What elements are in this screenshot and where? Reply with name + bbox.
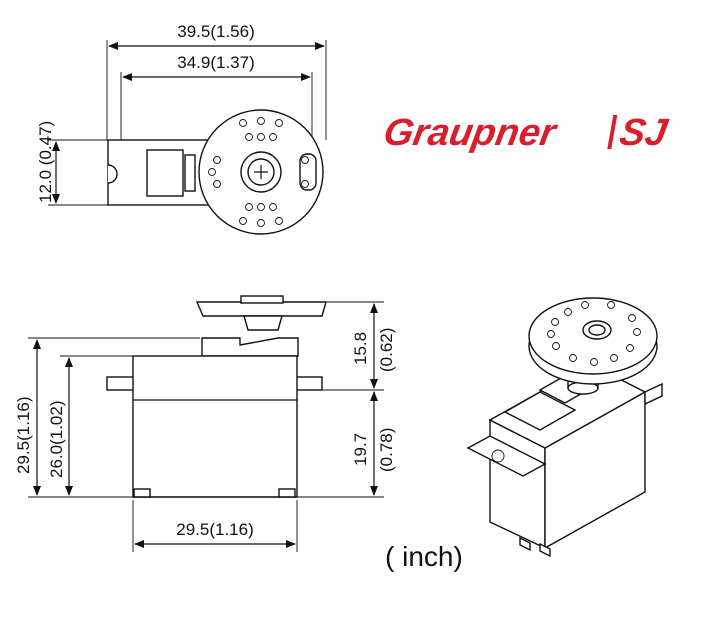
logo-text: Graupner — [380, 111, 561, 154]
dim-flange-height-in: (0.78) — [377, 428, 396, 472]
dim-mount-spacing: 34.9(1.37) — [177, 53, 255, 72]
dim-overall-width: 39.5(1.56) — [177, 22, 255, 41]
top-view — [48, 40, 327, 235]
isometric-view — [466, 297, 663, 558]
dim-thickness: 12.0 (0.47) — [36, 121, 55, 203]
unit-note: ( inch) — [385, 541, 463, 572]
dim-case-height: 26.0(1.02) — [47, 401, 66, 479]
side-view — [106, 295, 327, 498]
logo-suffix: SJ — [616, 111, 671, 154]
dim-horn-height-in: (0.62) — [377, 328, 396, 372]
graupner-logo: Graupner SJ — [380, 111, 671, 154]
dim-flange-height: 19.7 — [351, 433, 370, 466]
dim-body-length: 29.5(1.16) — [176, 520, 254, 539]
side-dimension-lines — [28, 301, 384, 552]
dim-horn-height: 15.8 — [351, 332, 370, 365]
dim-total-height: 29.5(1.16) — [14, 397, 33, 475]
